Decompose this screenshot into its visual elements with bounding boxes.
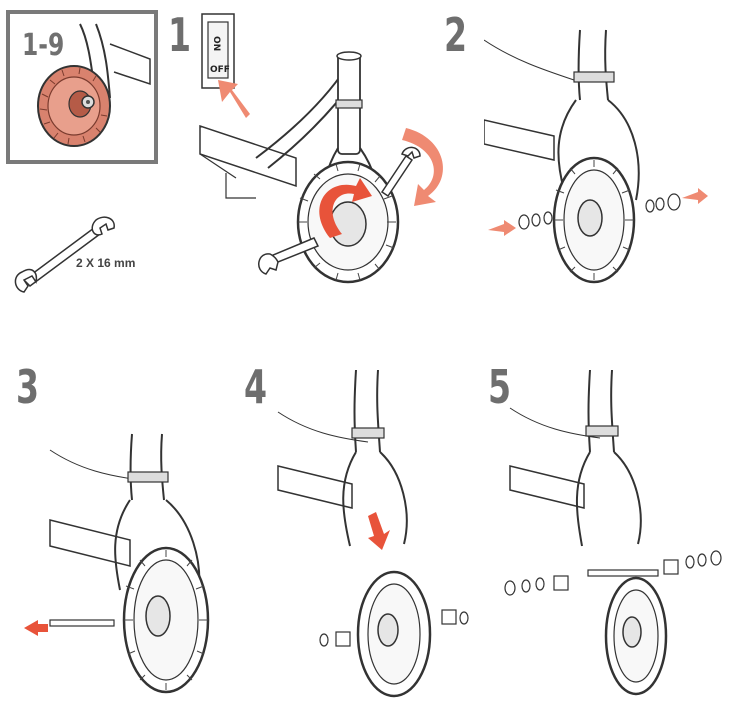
switch-on-label: ON: [211, 36, 221, 51]
wrench-icon: [14, 216, 115, 293]
step-3-illustration: [24, 433, 210, 694]
switch-off-label: OFF: [210, 65, 230, 75]
badge-label: 1-9: [22, 28, 65, 63]
rotate-arrow-icon: [319, 178, 372, 238]
step-2-illustration: [484, 29, 708, 284]
arrow-icon: [24, 620, 48, 636]
arrow-icon: [368, 512, 390, 550]
power-switch: ON OFF: [201, 13, 235, 89]
arrow-icon: [218, 80, 250, 118]
wrench-size-label: 2 X 16 mm: [76, 256, 136, 270]
rotate-arrow-icon: [402, 128, 444, 206]
step-number-1: 1: [168, 8, 191, 62]
axle-bolt: [587, 569, 659, 577]
step-4-illustration: [277, 369, 469, 698]
thumbnail-frame: 1-9: [6, 10, 158, 164]
thumbnail-wheel-illustration: [37, 23, 151, 147]
step-number-2: 2: [444, 8, 467, 62]
step-number-5: 5: [488, 360, 511, 414]
step-5-illustration: [504, 369, 722, 696]
arrow-icon: [488, 220, 516, 236]
step-number-4: 4: [244, 360, 267, 414]
step-1-illustration: ON OFF: [199, 13, 444, 284]
step-number-3: 3: [16, 360, 39, 414]
axle-bolt: [49, 619, 115, 627]
arrow-icon: [682, 188, 708, 204]
